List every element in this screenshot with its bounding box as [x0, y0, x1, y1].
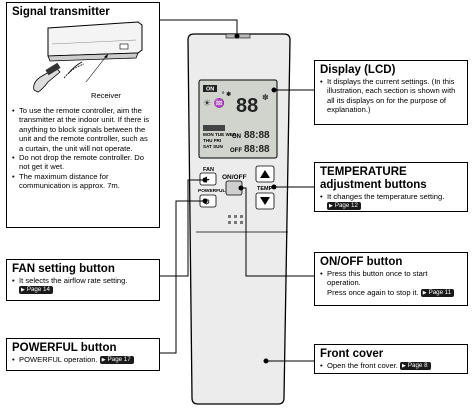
fan-setting-box: FAN setting button It selects the airflo…	[6, 259, 160, 301]
transmitter-bullet-1: To use the remote controller, aim the tr…	[12, 106, 154, 153]
svg-text:☀ ♒: ☀ ♒	[203, 97, 225, 108]
arrow-up-icon	[260, 170, 270, 178]
receiver-label: Receiver	[91, 91, 121, 100]
powerful-button-label: POWERFUL	[198, 188, 226, 194]
fan-icon: ✢	[203, 176, 210, 185]
front-cover-box: Front cover Open the front cover. Page 8	[314, 344, 468, 374]
temp-up-button[interactable]	[255, 165, 275, 183]
temperature-bullet: It changes the temperature setting. Page…	[320, 192, 462, 211]
temperature-subtitle: adjustment buttons	[320, 179, 427, 191]
svg-text:OFF: OFF	[230, 148, 242, 154]
remote-body	[187, 33, 291, 405]
front-cover-page-ref[interactable]: Page 8	[400, 362, 431, 370]
lcd-big-digits: 88	[236, 95, 258, 117]
temp-down-button[interactable]	[255, 192, 275, 210]
powerful-icon: ⚙	[203, 198, 210, 207]
signal-transmitter-title: Signal transmitter	[12, 6, 110, 18]
onoff-button[interactable]	[225, 180, 243, 196]
fan-setting-text: It selects the airflow rate setting.	[19, 276, 128, 285]
front-cover-bullet: Open the front cover. Page 8	[320, 361, 462, 371]
display-lcd-box: Display (LCD) It displays the current se…	[314, 60, 468, 125]
powerful-button[interactable]	[199, 194, 217, 208]
signal-transmitter-box: Signal transmitter Receiver To use the r…	[6, 2, 160, 228]
remote-dots	[228, 215, 243, 224]
transmitter-bullet-3: The maximum distance for communication i…	[12, 172, 154, 191]
lcd-days-text: MON TUE WED	[203, 132, 237, 137]
powerful-page-ref[interactable]: Page 17	[99, 356, 134, 364]
front-cover-title: Front cover	[320, 348, 384, 360]
temp-button-label: TEMP	[257, 186, 273, 192]
powerful-box: POWERFUL button POWERFUL operation. Page…	[6, 338, 160, 371]
display-lcd-title: Display (LCD)	[320, 64, 396, 76]
onoff-text-1: Press this button once to start operatio…	[327, 269, 428, 288]
indoor-unit-illustration	[33, 21, 143, 93]
onoff-box: ON/OFF button Press this button once to …	[314, 252, 468, 306]
onoff-text-2-row: Press once again to stop it. Page 11	[327, 288, 462, 297]
temperature-page-ref[interactable]: Page 12	[327, 202, 361, 211]
svg-text:° ❄: ° ❄	[222, 91, 231, 98]
lcd-timer-digits-1: 88:88	[244, 130, 270, 141]
arrow-down-icon	[260, 197, 270, 205]
fan-setting-bullet: It selects the airflow rate setting. Pag…	[12, 276, 154, 295]
powerful-text: POWERFUL operation.	[19, 355, 98, 364]
fan-setting-title: FAN setting button	[12, 263, 115, 275]
onoff-bullet: Press this button once to start operatio…	[320, 269, 462, 297]
svg-text:ON: ON	[232, 134, 241, 140]
onoff-title: ON/OFF button	[320, 256, 403, 268]
fan-button-label: FAN	[203, 167, 214, 173]
display-lcd-bullet: It displays the current settings. (In th…	[320, 77, 462, 115]
fan-button[interactable]	[199, 172, 217, 186]
lcd-timer-digits-2: 88:88	[244, 144, 270, 155]
temperature-text: It changes the temperature setting.	[327, 192, 445, 201]
lcd-days2-text: THU FRI	[203, 138, 221, 143]
lcd-screen	[198, 79, 278, 159]
transmitter-bullet-2: Do not drop the remote controller. Do no…	[12, 153, 154, 172]
onoff-button-label: ON/OFF	[222, 174, 247, 181]
lcd-on-text: ON	[206, 87, 214, 93]
onoff-text-2: Press once again to stop it.	[327, 287, 419, 297]
lcd-days3-text: SAT SUN	[203, 144, 224, 149]
powerful-title: POWERFUL button	[12, 342, 117, 354]
temperature-box: TEMPERATURE adjustment buttons It change…	[314, 162, 468, 212]
onoff-page-ref[interactable]: Page 11	[420, 288, 455, 297]
powerful-bullet: POWERFUL operation. Page 17	[12, 355, 154, 365]
front-cover-text: Open the front cover.	[327, 361, 398, 370]
temperature-title: TEMPERATURE	[320, 166, 407, 178]
svg-text:✽: ✽	[262, 93, 269, 102]
fan-page-ref[interactable]: Page 14	[19, 286, 53, 295]
